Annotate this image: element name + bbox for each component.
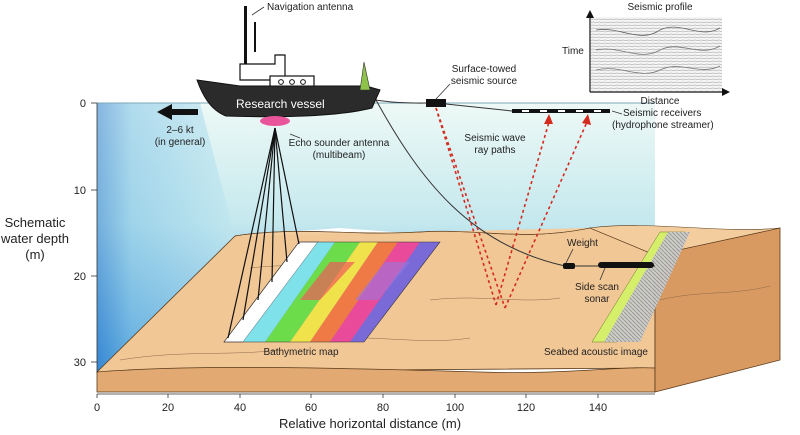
seabed-acoustic-image — [591, 231, 690, 343]
x-tick-label: 120 — [517, 402, 535, 414]
y-tick-label: 0 — [80, 98, 86, 110]
x-tick-label: 100 — [446, 402, 464, 414]
direction-arrow — [157, 104, 198, 120]
x-tick-label: 0 — [94, 402, 100, 414]
weight-marker — [563, 263, 575, 269]
label-speed-line1: 2–6 kt — [166, 125, 193, 136]
seismic-source-marker — [426, 99, 446, 107]
label-side-scan-line1: Side scan — [575, 282, 619, 293]
water-body — [97, 102, 655, 372]
y-axis-title-line1: Schematic — [5, 215, 66, 230]
label-ray-paths-line2: ray paths — [474, 145, 515, 156]
x-tick-label: 80 — [377, 402, 389, 414]
y-axis-title-line3: (m) — [25, 247, 45, 262]
y-tick-label: 30 — [74, 357, 86, 369]
seismic-profile-inset — [586, 10, 730, 96]
label-seismic-profile-distance: Distance — [641, 96, 680, 107]
echo-sounder-antenna — [260, 116, 290, 126]
ray-arrowheads — [544, 114, 591, 125]
research-vessel — [196, 6, 381, 126]
multibeam-beams — [227, 127, 300, 339]
label-surface-source-line1: Surface-towed — [452, 64, 516, 75]
y-tick-label: 10 — [74, 185, 86, 197]
bathymetric-map — [223, 241, 441, 343]
label-weight: Weight — [567, 238, 598, 249]
label-seismic-receivers-line1: Seismic receivers — [623, 108, 701, 119]
label-bathymetric-map: Bathymetric map — [263, 347, 338, 358]
x-tick-label: 60 — [305, 402, 317, 414]
x-axis-title: Relative horizontal distance (m) — [279, 416, 461, 431]
tow-cable — [375, 99, 655, 269]
label-echo-sounder-line1: Echo sounder antenna — [289, 138, 390, 149]
leader-lines — [251, 6, 623, 281]
x-tick-label: 140 — [589, 402, 607, 414]
side-scan-sonar-towfish — [598, 262, 654, 268]
label-seabed-acoustic-image: Seabed acoustic image — [544, 347, 648, 358]
label-seismic-profile-time: Time — [562, 46, 584, 57]
diagram-labels: Navigation antenna Research vessel 2–6 k… — [155, 2, 714, 358]
label-speed-line2: (in general) — [155, 137, 206, 148]
y-axis-title-line2: water depth — [0, 231, 69, 246]
label-seismic-receivers-line2: (hydrophone streamer) — [612, 120, 714, 131]
label-seismic-profile-title: Seismic profile — [627, 2, 692, 13]
label-side-scan-line2: sonar — [584, 294, 610, 305]
axis-labels: Schematic water depth (m) 0 10 20 30 0 2… — [0, 98, 607, 431]
seismic-ray-paths — [435, 107, 588, 309]
label-surface-source-line2: seismic source — [451, 76, 518, 87]
x-axis — [96, 393, 655, 398]
label-ray-paths-line1: Seismic wave — [464, 133, 526, 144]
label-navigation-antenna: Navigation antenna — [267, 2, 354, 13]
label-research-vessel: Research vessel — [236, 97, 325, 111]
label-echo-sounder-line2: (multibeam) — [313, 150, 366, 161]
seismic-streamer — [375, 99, 610, 113]
y-axis — [91, 102, 98, 372]
x-tick-label: 20 — [162, 402, 174, 414]
y-tick-label: 20 — [74, 271, 86, 283]
x-tick-label: 40 — [234, 402, 246, 414]
